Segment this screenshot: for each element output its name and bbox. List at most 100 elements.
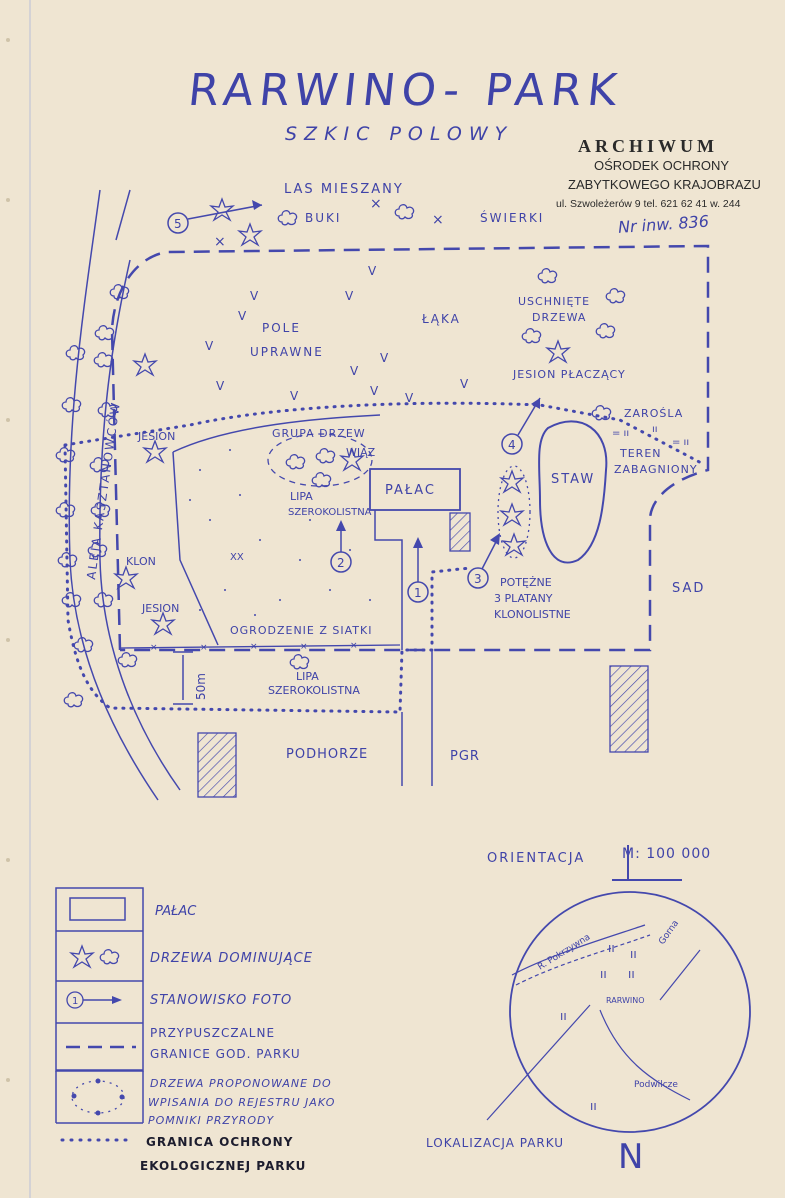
outbuilding-2 <box>609 665 649 753</box>
old-park-stipple <box>189 449 371 616</box>
legend-palace-symbol <box>69 897 126 921</box>
svg-text:V: V <box>460 377 469 391</box>
map-title: RARWINO- PARK <box>186 65 625 116</box>
inventory-number: Nr inw. 836 <box>617 212 709 237</box>
label-elm: WIĄZ <box>346 446 376 459</box>
legend-photo-symbol: 1 <box>66 991 122 1009</box>
label-ash-top: JESION <box>137 430 175 443</box>
photo-point-5-label: 5 <box>174 217 182 231</box>
ecological-boundary <box>63 401 707 714</box>
inset-label-river: R. Pokrzywna <box>536 932 592 972</box>
svg-text:ıı: ıı <box>590 1099 597 1113</box>
svg-text:ıı: ıı <box>628 967 635 981</box>
label-tree-group: GRUPA DRZEW <box>272 427 366 440</box>
legend-monument-label: DRZEWA PROPONOWANE DO <box>150 1077 332 1090</box>
palace-wing <box>374 510 403 650</box>
orientation-label: ORIENTACJA <box>487 851 585 866</box>
label-dead-trees-2: DRZEWA <box>532 311 586 324</box>
label-wetland: TEREN <box>619 447 662 460</box>
svg-text:V: V <box>250 289 259 303</box>
legend-photo-symbol-text: 1 <box>72 996 78 1007</box>
legend-monument-label-2: WPISANIA DO REJESTRU JAKO <box>148 1096 335 1109</box>
inset-label-gorna: Gorna <box>657 919 681 947</box>
label-palace: PAŁAC <box>385 483 436 498</box>
svg-text:ıı: ıı <box>630 947 637 961</box>
label-field: POLE <box>262 321 301 335</box>
outbuilding-1 <box>449 512 471 552</box>
label-plane-3: KLONOLISTNE <box>494 608 571 621</box>
svg-text:ıı: ıı <box>600 967 607 981</box>
label-wetland-2: ZABAGNIONY <box>614 463 698 476</box>
forest-symbols: ×× × <box>210 196 444 250</box>
label-thicket: ZAROŚLA <box>624 407 683 420</box>
old-park-outline <box>172 414 381 646</box>
north-label: N <box>618 1137 643 1177</box>
location-inset <box>509 891 751 1133</box>
fence-ticks: ××× ×× <box>150 641 358 653</box>
svg-text:V: V <box>216 379 225 393</box>
inset-river <box>486 924 701 1121</box>
photo-point-3-label: 3 <box>474 572 482 586</box>
photo-point-4-label: 4 <box>508 438 516 452</box>
legend-monument-symbol <box>71 1078 125 1116</box>
label-weeping-ash: JESION PŁACZĄCY <box>512 368 626 381</box>
svg-text:ıı: ıı <box>608 941 615 955</box>
label-linden-bottom: LIPA <box>296 670 319 683</box>
label-linden-bottom-2: SZEROKOLISTNA <box>268 684 360 697</box>
svg-text:×: × <box>370 196 382 212</box>
outbuilding-3 <box>197 732 237 798</box>
stamp-line-2: OŚRODEK OCHRONY <box>594 158 729 173</box>
inset-label-rarwino: RARWINO <box>606 996 645 1005</box>
photo-point-1-label: 1 <box>414 586 422 600</box>
svg-text:×: × <box>250 642 258 652</box>
svg-text:= ıı: = ıı <box>672 437 689 448</box>
location-label: LOKALIZACJA PARKU <box>426 1136 564 1150</box>
label-field-2: UPRAWNE <box>250 345 324 359</box>
tree-group-outline <box>267 433 373 487</box>
svg-text:×: × <box>200 643 208 653</box>
palace-building <box>369 468 461 511</box>
svg-text:×: × <box>150 643 158 653</box>
map-subtitle: SZKIC POLOWY <box>285 123 513 145</box>
label-xx: XX <box>230 552 244 563</box>
svg-text:V: V <box>238 309 247 323</box>
legend-eco-label: GRANICA OCHRONY <box>146 1135 293 1149</box>
pond <box>538 420 608 564</box>
presumed-park-boundary <box>110 244 710 652</box>
legend-trees-label: DRZEWA DOMINUJĄCE <box>150 951 313 966</box>
stamp-line-4: ul. Szwoleżerów 9 tel. 621 62 41 w. 244 <box>556 198 741 210</box>
legend: PAŁAC DRZEWA DOMINUJĄCE 1 STANOWISKO FOT… <box>55 887 335 1173</box>
north-arrow-icon <box>612 845 682 881</box>
legend-monument-label-3: POMNIKI PRZYRODY <box>148 1114 275 1127</box>
label-fence: OGRODZENIE Z SIATKI <box>230 624 372 637</box>
legend-boundary-label: PRZYPUSZCZALNE <box>150 1026 275 1040</box>
svg-text:×: × <box>300 642 308 652</box>
label-linden-2: SZEROKOLISTNA <box>288 507 372 518</box>
photo-point-2-label: 2 <box>337 556 345 570</box>
legend-photo-label: STANOWISKO FOTO <box>150 993 292 1008</box>
label-dead-trees: USCHNIĘTE <box>518 295 590 308</box>
archive-stamp: ARCHIWUM OŚRODEK OCHRONY ZABYTKOWEGO KRA… <box>556 136 761 237</box>
photo-point-3: 3 <box>467 533 500 589</box>
label-meadow: ŁĄKA <box>421 312 461 326</box>
label-pgr: PGR <box>450 749 480 764</box>
label-forest: LAS MIESZANY <box>284 182 404 197</box>
svg-text:V: V <box>350 364 359 378</box>
label-beech: BUKI <box>305 211 341 225</box>
photo-point-5: 5 <box>167 200 263 234</box>
svg-text:×: × <box>214 234 226 250</box>
svg-text:V: V <box>290 389 299 403</box>
plane-trees-ring <box>497 465 531 559</box>
label-maple: KLON <box>126 555 156 568</box>
label-distance: 50m <box>194 673 208 700</box>
label-pond: STAW <box>551 472 595 487</box>
svg-text:= ıı: = ıı <box>612 428 629 439</box>
road-alley <box>68 189 181 801</box>
inset-label-podwilcze: Podwilcze <box>634 1080 678 1090</box>
svg-text:ıı: ıı <box>560 1009 567 1023</box>
distance-marker <box>173 651 193 705</box>
svg-text:V: V <box>370 384 379 398</box>
